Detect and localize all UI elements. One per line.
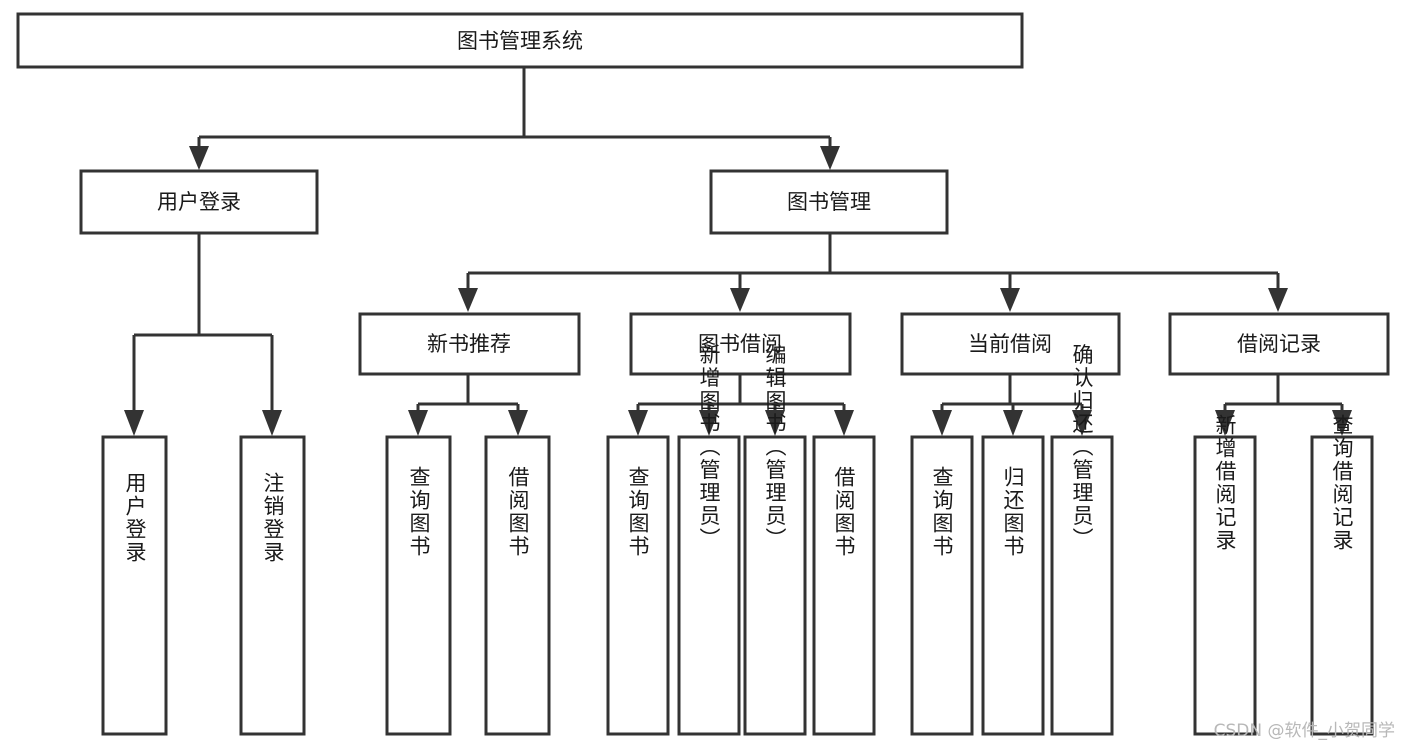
node-borrow-record-label: 借阅记录	[1237, 332, 1321, 356]
node-leaf-query-book-recommend-box[interactable]	[385, 435, 452, 736]
connector-group-borrow-record	[1215, 374, 1352, 436]
arrow-head-leaf-add-book	[699, 410, 719, 436]
node-leaf-confirm-return[interactable]: 确认归还（管理员）	[1050, 344, 1114, 736]
arrow-head-new-book-recommend	[458, 288, 478, 312]
node-leaf-user-logout-label: 注销登录	[261, 472, 285, 564]
node-leaf-query-borrow-record[interactable]: 查询借阅记录	[1310, 414, 1374, 736]
node-leaf-query-book-borrow-label: 查询图书	[626, 466, 650, 558]
node-borrow-record[interactable]: 借阅记录	[1168, 312, 1390, 376]
node-leaf-borrow-book-recommend-box[interactable]	[484, 435, 551, 736]
node-leaf-edit-book[interactable]: 编辑图书（管理员）	[743, 344, 807, 736]
node-new-book-recommend-box[interactable]	[358, 312, 581, 376]
node-book-borrow[interactable]: 图书借阅	[629, 312, 852, 376]
arrow-head-leaf-edit-book	[765, 410, 785, 436]
connector-group-book-borrow	[628, 374, 854, 436]
node-user-login-box[interactable]	[79, 169, 319, 235]
node-leaf-add-borrow-record-box[interactable]	[1193, 435, 1257, 736]
node-book-management[interactable]: 图书管理	[709, 169, 949, 235]
connector-group-book-management	[458, 233, 1288, 312]
node-leaf-query-borrow-record-label: 查询借阅记录	[1330, 414, 1354, 552]
node-leaf-query-book-current-box[interactable]	[910, 435, 974, 736]
node-leaf-borrow-book-recommend[interactable]: 借阅图书	[484, 435, 551, 736]
node-leaf-return-book[interactable]: 归还图书	[981, 435, 1045, 736]
node-book-borrow-label: 图书借阅	[698, 332, 782, 356]
connector-group-root	[189, 67, 840, 170]
node-leaf-add-book[interactable]: 新增图书（管理员）	[677, 344, 741, 736]
node-leaf-add-borrow-record-label: 新增借阅记录	[1213, 414, 1237, 552]
node-root-label: 图书管理系统	[457, 29, 583, 53]
node-leaf-query-borrow-record-box[interactable]	[1310, 435, 1374, 736]
node-book-management-box[interactable]	[709, 169, 949, 235]
arrow-head-book-borrow	[730, 288, 750, 312]
arrow-head-leaf-return-book	[1003, 410, 1023, 436]
arrow-head-leaf-query-book-recommend	[408, 410, 428, 436]
node-leaf-query-book-current-label: 查询图书	[930, 466, 954, 558]
node-leaf-confirm-return-label: 确认归还（管理员）	[1070, 344, 1094, 551]
node-book-management-label: 图书管理	[787, 190, 871, 214]
node-leaf-user-logout[interactable]: 注销登录	[239, 435, 306, 736]
node-user-login-label: 用户登录	[157, 190, 241, 214]
node-new-book-recommend-label: 新书推荐	[427, 332, 511, 356]
arrow-head-leaf-query-book-borrow	[628, 410, 648, 436]
node-leaf-confirm-return-box[interactable]	[1050, 435, 1114, 736]
node-root-box[interactable]	[16, 12, 1024, 69]
node-current-borrow-box[interactable]	[900, 312, 1121, 376]
node-leaf-query-book-recommend-label: 查询图书	[407, 466, 431, 558]
node-new-book-recommend[interactable]: 新书推荐	[358, 312, 581, 376]
arrow-head-leaf-borrow-book-recommend	[508, 410, 528, 436]
node-leaf-edit-book-label: 编辑图书（管理员）	[763, 344, 787, 551]
arrow-head-leaf-user-logout	[262, 410, 282, 436]
node-leaf-user-login[interactable]: 用户登录	[101, 435, 168, 736]
arrow-head-current-borrow	[1000, 288, 1020, 312]
node-leaf-borrow-book-recommend-label: 借阅图书	[506, 466, 530, 558]
node-leaf-edit-book-box[interactable]	[743, 435, 807, 736]
arrow-head-borrow-record	[1268, 288, 1288, 312]
node-borrow-record-box[interactable]	[1168, 312, 1390, 376]
node-user-login[interactable]: 用户登录	[79, 169, 319, 235]
node-book-borrow-box[interactable]	[629, 312, 852, 376]
arrow-head-leaf-add-borrow-record	[1215, 410, 1235, 436]
node-current-borrow-label: 当前借阅	[968, 332, 1052, 356]
arrow-head-leaf-query-borrow-record	[1332, 410, 1352, 436]
node-leaf-add-borrow-record[interactable]: 新增借阅记录	[1193, 414, 1257, 736]
node-leaf-user-login-label: 用户登录	[123, 472, 147, 564]
arrow-head-leaf-borrow-book	[834, 410, 854, 436]
node-leaf-add-book-label: 新增图书（管理员）	[697, 344, 721, 551]
node-leaf-borrow-book-label: 借阅图书	[832, 466, 856, 558]
node-leaf-return-book-box[interactable]	[981, 435, 1045, 736]
connector-group-new-book-recommend	[408, 374, 528, 436]
node-leaf-query-book-borrow-box[interactable]	[606, 435, 670, 736]
arrow-head-leaf-user-login	[124, 410, 144, 436]
node-leaf-query-book-current[interactable]: 查询图书	[910, 435, 974, 736]
arrow-head-user-login	[189, 146, 209, 170]
node-current-borrow[interactable]: 当前借阅	[900, 312, 1121, 376]
connector-group-current-borrow	[932, 374, 1092, 436]
node-leaf-query-book-borrow[interactable]: 查询图书	[606, 435, 670, 736]
node-root[interactable]: 图书管理系统	[16, 12, 1024, 69]
node-leaf-query-book-recommend[interactable]: 查询图书	[385, 435, 452, 736]
arrow-head-leaf-confirm-return	[1072, 410, 1092, 436]
node-leaf-user-logout-box[interactable]	[239, 435, 306, 736]
node-leaf-add-book-box[interactable]	[677, 435, 741, 736]
arrow-head-leaf-query-book-current	[932, 410, 952, 436]
node-leaf-return-book-label: 归还图书	[1001, 466, 1025, 558]
node-leaf-borrow-book[interactable]: 借阅图书	[812, 435, 876, 736]
node-leaf-user-login-box[interactable]	[101, 435, 168, 736]
arrow-head-book-management	[820, 146, 840, 170]
node-leaf-borrow-book-box[interactable]	[812, 435, 876, 736]
connector-group-user-login	[124, 233, 282, 436]
